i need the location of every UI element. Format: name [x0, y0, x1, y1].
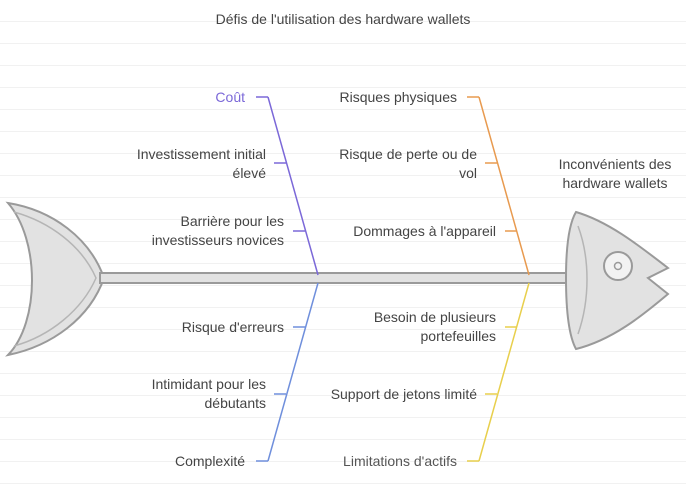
bone-limitations — [478, 282, 530, 462]
fish-spine — [99, 272, 571, 284]
bone-complexite — [267, 282, 319, 462]
fish-gill — [577, 225, 588, 335]
effect-label: Inconvénients des hardware wallets — [558, 156, 672, 191]
cause-dommages-appareil: Dommages à l'appareil — [353, 223, 496, 239]
fish-tail-inner — [13, 211, 97, 347]
fish-pupil — [613, 261, 623, 271]
fish-tail — [5, 201, 106, 357]
diagram-title: Défis de l'utilisation des hardware wall… — [215, 11, 471, 27]
bone-cout — [267, 96, 319, 276]
cause-support-jetons: Support de jetons limité — [330, 386, 477, 402]
category-complexite: Complexité — [174, 453, 245, 469]
category-risques-physiques: Risques physiques — [339, 89, 457, 105]
bone-risques — [478, 96, 530, 276]
category-cout: Coût — [215, 89, 245, 105]
cause-risque-erreurs: Risque d'erreurs — [181, 319, 284, 335]
category-limitations-actifs: Limitations d'actifs — [343, 453, 457, 469]
fish-eye — [603, 251, 633, 281]
